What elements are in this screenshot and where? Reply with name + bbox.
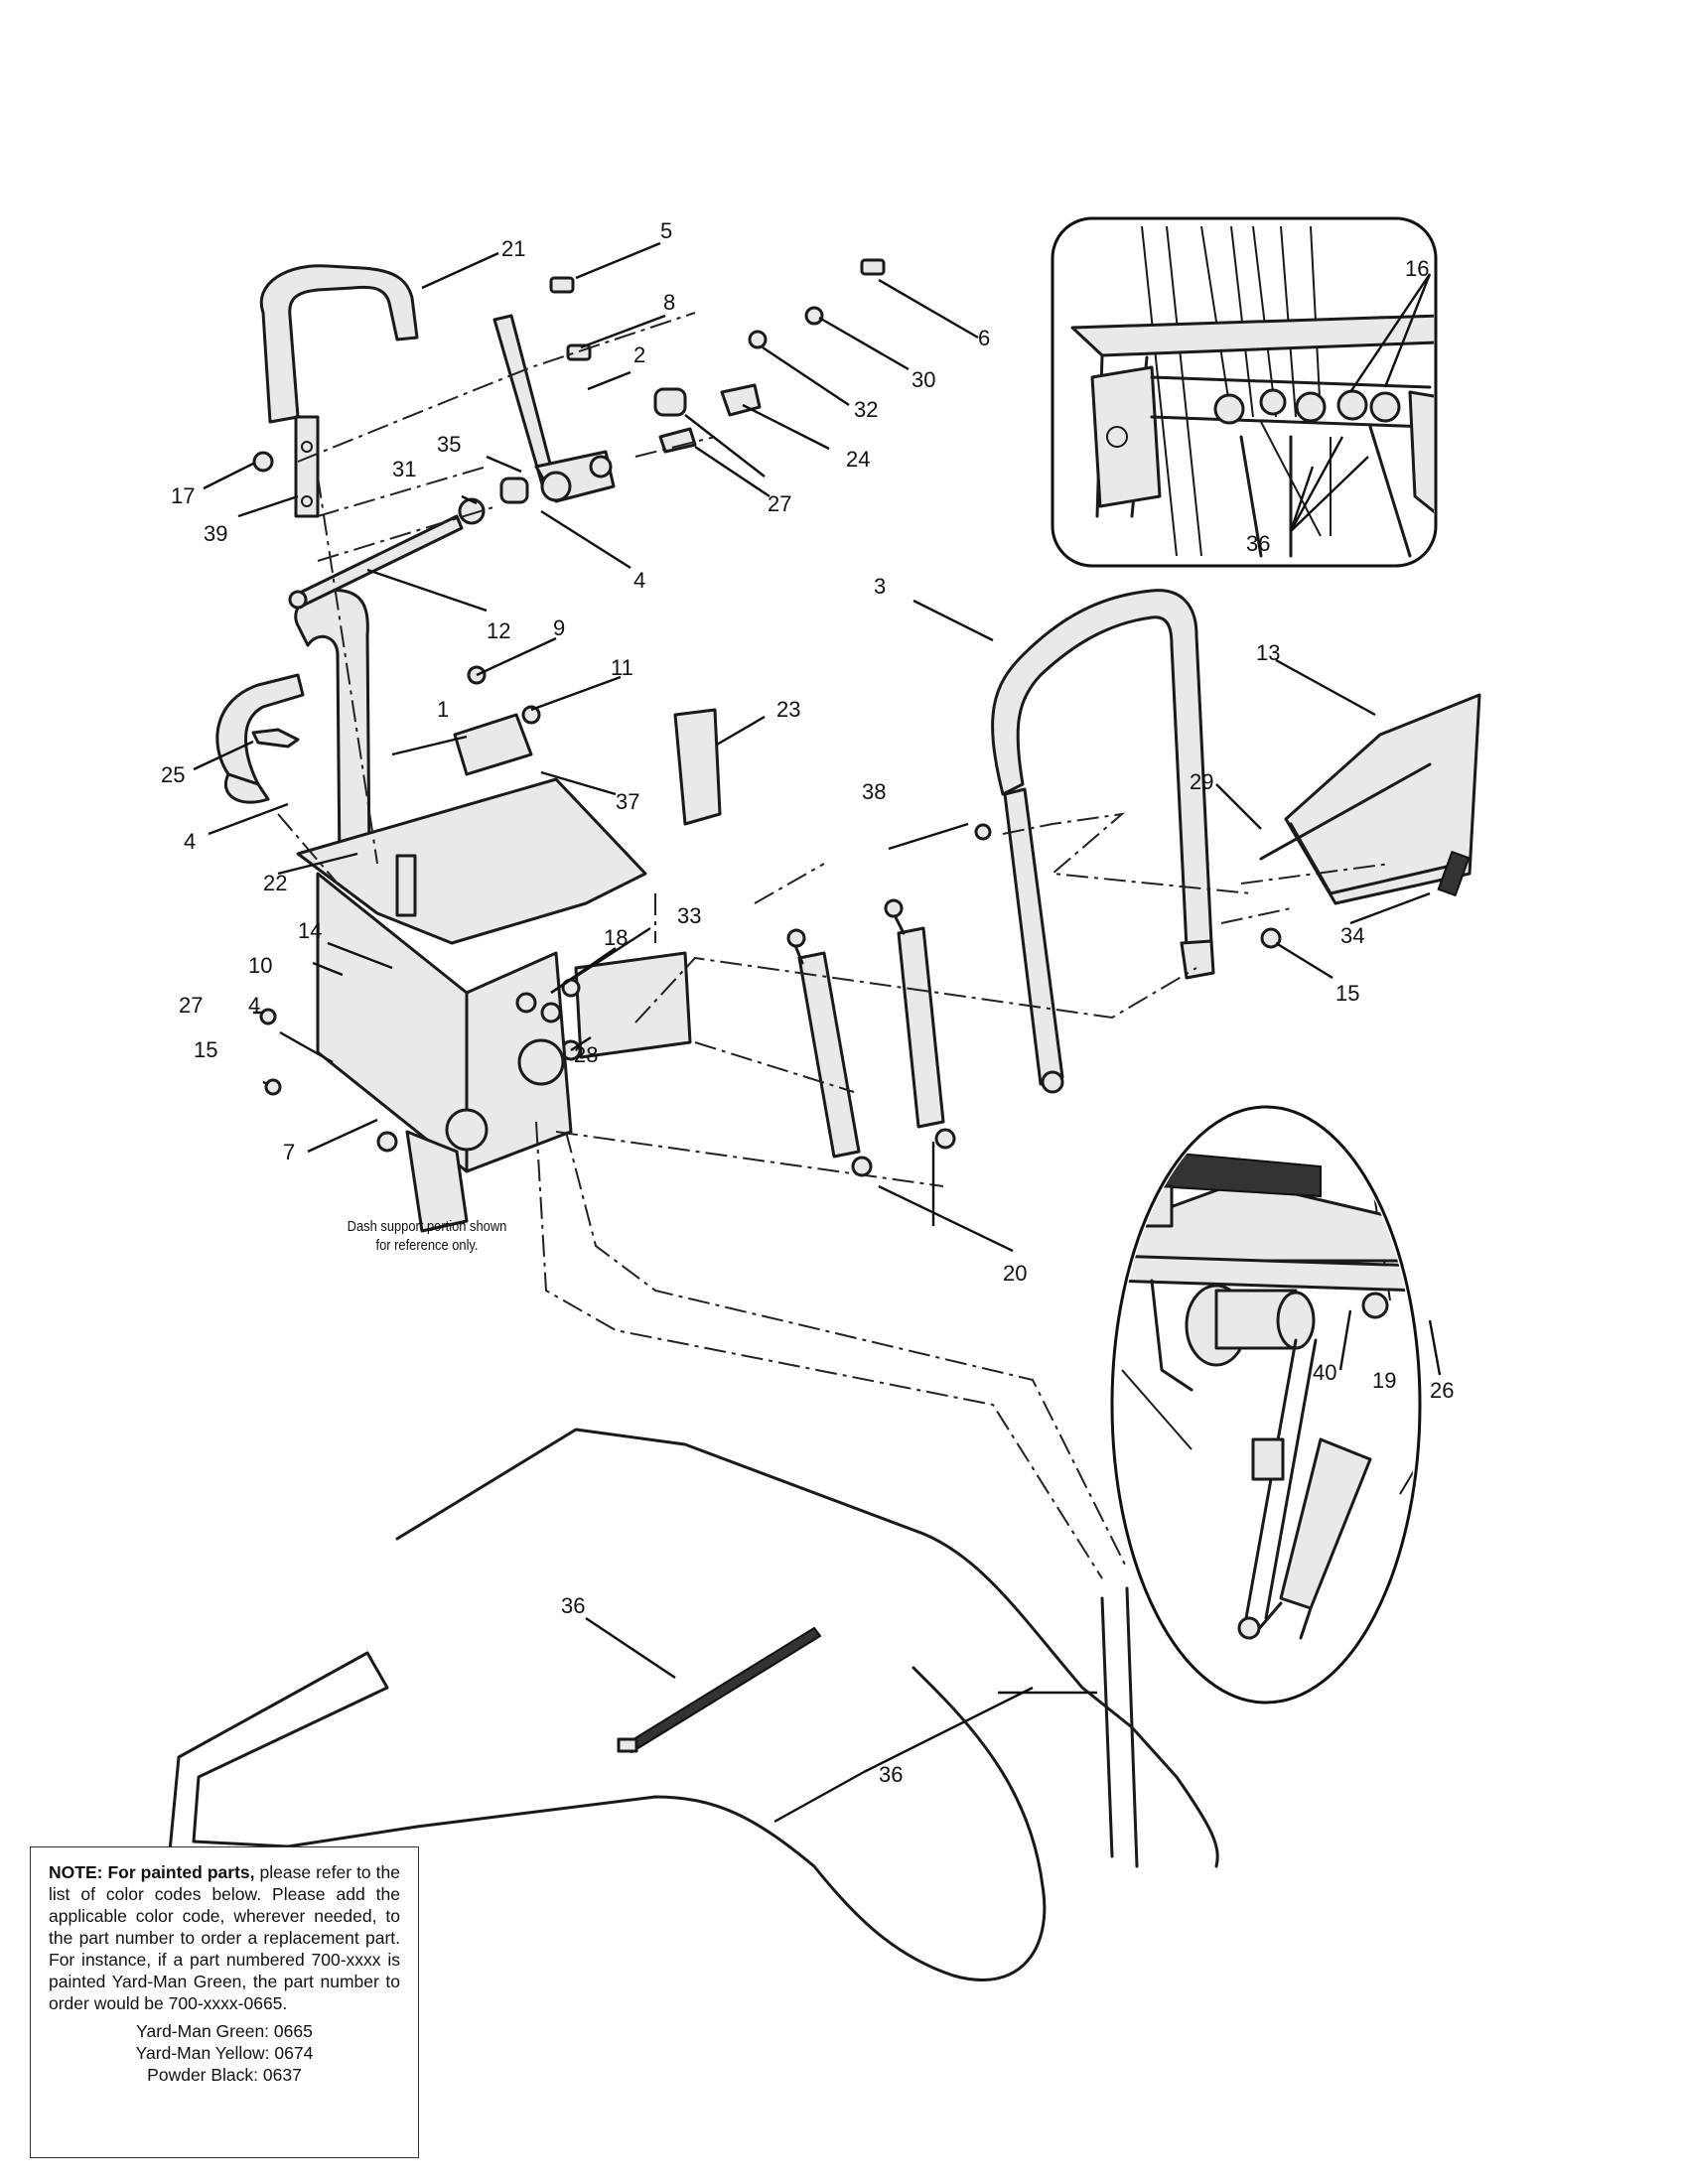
painted-parts-note: NOTE: For painted parts, please refer to… bbox=[30, 1846, 419, 2158]
callout-labels: 21 5 8 6 2 30 32 24 35 27 4 31 17 39 12 … bbox=[161, 218, 1454, 1618]
callout-40: 19 bbox=[1372, 1368, 1396, 1393]
callout-5: 5 bbox=[660, 218, 672, 243]
note-text: NOTE: For painted parts, please refer to… bbox=[49, 1861, 400, 2014]
callout-36-inset: 40 bbox=[1313, 1360, 1336, 1385]
reference-lines bbox=[277, 312, 1391, 1579]
callout-24: 24 bbox=[846, 447, 870, 472]
left-handle-assembly bbox=[215, 264, 464, 871]
color-code-green: Yard-Man Green: 0665 bbox=[136, 2021, 313, 2041]
callout-12: 12 bbox=[487, 618, 510, 643]
callout-33: 18 bbox=[604, 925, 628, 950]
gas-springs bbox=[786, 898, 956, 1177]
callout-4b: 22 bbox=[263, 871, 287, 895]
callout-4: 4 bbox=[633, 568, 645, 593]
dash-note-line2: for reference only. bbox=[375, 1237, 479, 1254]
dash-support bbox=[296, 708, 722, 1233]
callout-27c: 4 bbox=[248, 993, 260, 1018]
leader-lines bbox=[193, 241, 1431, 1824]
callout-34: 15 bbox=[1335, 981, 1359, 1006]
dash-note-line1: Dash support portion shown bbox=[347, 1218, 507, 1235]
callout-21: 21 bbox=[501, 236, 525, 261]
callout-28: 20 bbox=[1003, 1261, 1027, 1286]
callout-8: 8 bbox=[663, 290, 675, 315]
callout-37: 37 bbox=[616, 789, 639, 814]
callout-35: 35 bbox=[437, 432, 461, 457]
callout-15: 7 bbox=[283, 1140, 295, 1164]
callout-14: 10 bbox=[248, 953, 272, 978]
callout-36: 36 bbox=[879, 1762, 903, 1787]
inset-detail-top bbox=[1051, 216, 1438, 568]
control-bracket bbox=[492, 314, 616, 503]
callout-22: 14 bbox=[298, 918, 322, 943]
callout-17: 17 bbox=[171, 483, 195, 508]
callout-3: 13 bbox=[1256, 640, 1280, 665]
callout-38: 3 bbox=[874, 574, 886, 599]
callout-18: 28 bbox=[574, 1042, 598, 1067]
callout-39: 39 bbox=[204, 521, 227, 546]
callout-13: 29 bbox=[1190, 769, 1213, 794]
callout-30: 30 bbox=[912, 367, 935, 392]
callout-26: 36 bbox=[561, 1593, 585, 1618]
callout-6: 6 bbox=[978, 326, 990, 350]
control-cable bbox=[167, 1428, 1219, 1981]
callout-10: 27 bbox=[179, 993, 203, 1018]
note-body: please refer to the list of color codes … bbox=[49, 1862, 400, 2013]
callout-7: 33 bbox=[677, 903, 701, 928]
dash-reference-note: Dash support portion shown for reference… bbox=[316, 1217, 538, 1255]
callout-27: 27 bbox=[768, 491, 791, 516]
callout-29: 34 bbox=[1340, 923, 1364, 948]
color-code-black: Powder Black: 0637 bbox=[147, 2065, 302, 2085]
callout-25: 25 bbox=[161, 762, 185, 787]
right-handle bbox=[991, 589, 1215, 1094]
callout-20: 38 bbox=[862, 779, 886, 804]
callout-19: 26 bbox=[1430, 1378, 1454, 1403]
callout-27b: 4 bbox=[184, 829, 196, 854]
note-label: NOTE: For painted parts, bbox=[49, 1862, 255, 1882]
callout-23: 23 bbox=[776, 697, 800, 722]
color-code-yellow: Yard-Man Yellow: 0674 bbox=[135, 2043, 314, 2063]
callout-4c: 15 bbox=[194, 1037, 217, 1062]
inset-detail-bottom bbox=[1110, 1105, 1442, 1705]
callout-32: 32 bbox=[854, 397, 878, 422]
callout-2: 2 bbox=[633, 342, 645, 367]
callout-15-inset: 16 bbox=[1405, 256, 1429, 281]
callout-1: 1 bbox=[437, 697, 449, 722]
callout-11: 11 bbox=[611, 655, 633, 680]
deflector-bracket bbox=[1259, 693, 1481, 905]
callout-9: 9 bbox=[553, 615, 565, 640]
callout-31: 31 bbox=[392, 457, 416, 481]
callout-16: 36 bbox=[1246, 531, 1270, 556]
color-code-list: Yard-Man Green: 0665 Yard-Man Yellow: 06… bbox=[49, 2020, 400, 2086]
